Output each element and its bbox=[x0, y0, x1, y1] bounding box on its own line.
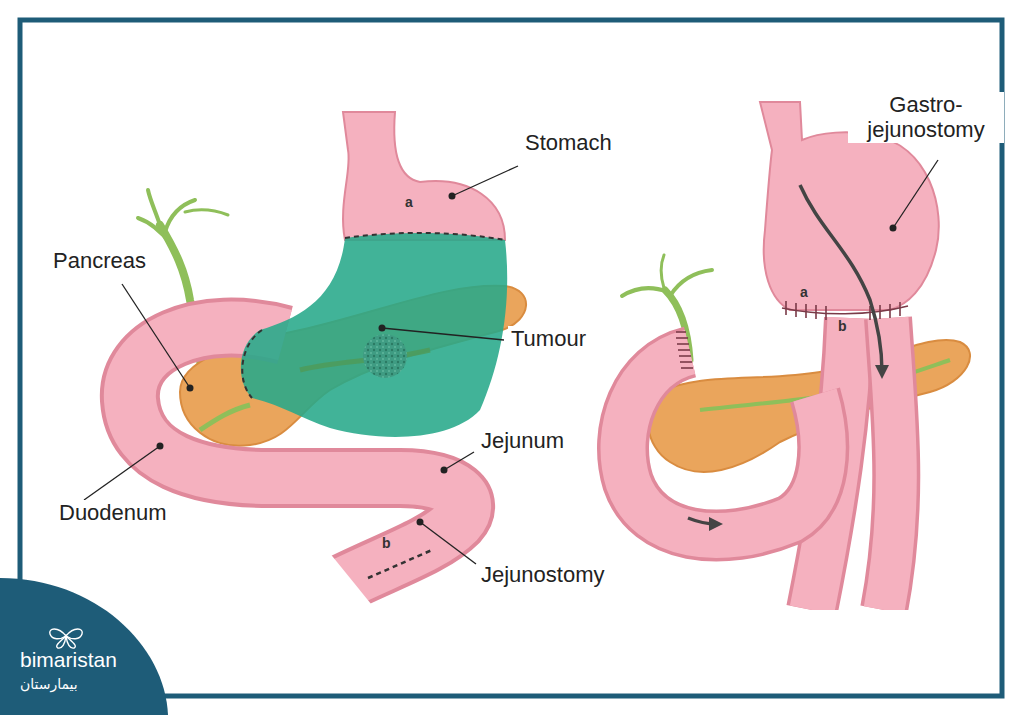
brand-name: bimaristan bbox=[20, 648, 117, 672]
logo bbox=[0, 578, 168, 715]
before-figure bbox=[84, 112, 526, 622]
organ-label: Duodenum bbox=[56, 500, 170, 525]
tumour-mass bbox=[363, 334, 407, 378]
marker-letter: b bbox=[838, 318, 847, 334]
marker-letter: b bbox=[382, 535, 391, 551]
organ-label: Jejunostomy bbox=[478, 562, 608, 587]
after-figure bbox=[622, 102, 970, 640]
brand-name-arabic: بيمارستان bbox=[20, 676, 78, 692]
procedure-label: Gastro- jejunostomy bbox=[848, 92, 1004, 143]
organ-label: Stomach bbox=[522, 130, 615, 155]
organ-label: Pancreas bbox=[50, 248, 149, 273]
organ-label: Tumour bbox=[508, 326, 589, 351]
organ-label: Jejunum bbox=[478, 428, 567, 453]
marker-letter: a bbox=[405, 194, 413, 210]
marker-letter: a bbox=[800, 284, 808, 300]
